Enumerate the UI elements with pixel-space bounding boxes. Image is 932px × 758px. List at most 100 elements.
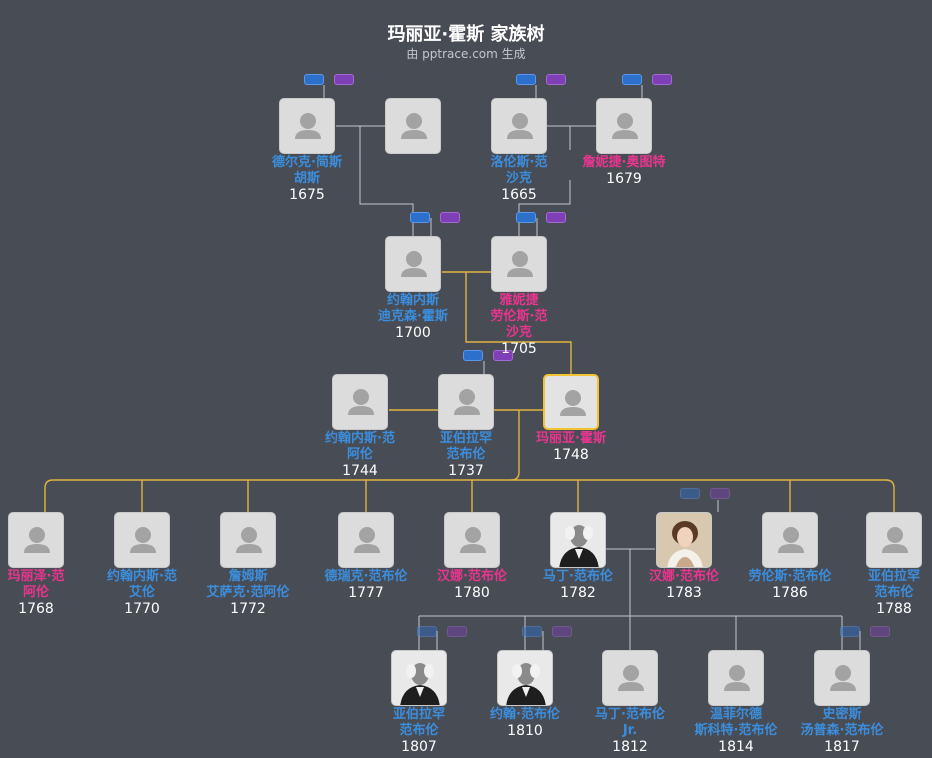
person-name-line: 约翰内斯·范 xyxy=(325,431,395,446)
expand-ancestors-button[interactable] xyxy=(334,74,354,85)
person-name-line: 汤普森·范布伦 xyxy=(800,723,884,738)
expand-ancestors-button[interactable] xyxy=(840,626,860,637)
portrait-photo[interactable] xyxy=(391,650,447,706)
person-name-line: 亚伯拉罕 xyxy=(439,431,492,446)
placeholder-avatar-icon[interactable] xyxy=(279,98,335,154)
portrait-photo[interactable] xyxy=(550,512,606,568)
placeholder-avatar-icon[interactable] xyxy=(491,98,547,154)
placeholder-avatar-icon[interactable] xyxy=(220,512,276,568)
expand-ancestors-button[interactable] xyxy=(622,74,642,85)
person-name[interactable]: 德尔克·简斯胡斯 xyxy=(251,155,363,187)
person-name[interactable]: 劳伦斯·范布伦 xyxy=(734,569,846,585)
placeholder-avatar-icon[interactable] xyxy=(866,512,922,568)
expand-ancestors-button[interactable] xyxy=(440,212,460,223)
expand-ancestors-button[interactable] xyxy=(493,350,513,361)
person-name[interactable]: 温菲尔德斯科特·范布伦 xyxy=(680,707,792,739)
person-name[interactable]: 詹姆斯艾萨克·范阿伦 xyxy=(192,569,304,601)
person-name[interactable]: 约翰·范布伦 xyxy=(469,707,581,723)
birth-year: 1700 xyxy=(395,325,431,341)
expand-ancestors-button[interactable] xyxy=(552,626,572,637)
expand-ancestors-button[interactable] xyxy=(447,626,467,637)
placeholder-avatar-icon[interactable] xyxy=(596,98,652,154)
person-name-line: 约翰·范布伦 xyxy=(490,707,560,722)
birth-year: 1679 xyxy=(606,171,642,187)
placeholder-avatar-icon[interactable] xyxy=(338,512,394,568)
person-name[interactable]: 汉娜·范布伦 xyxy=(416,569,528,585)
placeholder-avatar-icon[interactable] xyxy=(543,374,599,430)
person-name[interactable]: 亚伯拉罕范布伦 xyxy=(838,569,932,601)
placeholder-avatar-icon[interactable] xyxy=(385,98,441,154)
person-name[interactable]: 史密斯汤普森·范布伦 xyxy=(786,707,898,739)
person-name[interactable]: 玛丽泽·范阿伦 xyxy=(0,569,92,601)
placeholder-avatar-icon[interactable] xyxy=(602,650,658,706)
expand-ancestors-button[interactable] xyxy=(546,212,566,223)
placeholder-avatar-icon[interactable] xyxy=(762,512,818,568)
person-card[interactable] xyxy=(357,98,469,155)
expand-ancestors-button[interactable] xyxy=(546,74,566,85)
person-name[interactable]: 汉娜·范布伦 xyxy=(628,569,740,585)
expand-ancestors-button[interactable] xyxy=(410,212,430,223)
person-name-line: 范布伦 xyxy=(399,723,439,738)
person-name[interactable]: 约翰内斯·范艾伦 xyxy=(86,569,198,601)
portrait-photo[interactable] xyxy=(656,512,712,568)
person-name[interactable]: 洛伦斯·范沙克 xyxy=(463,155,575,187)
placeholder-avatar-icon[interactable] xyxy=(708,650,764,706)
person-name[interactable]: 德瑞克·范布伦 xyxy=(310,569,422,585)
person-name-line: 玛丽泽·范 xyxy=(7,569,65,584)
birth-year: 1705 xyxy=(501,341,537,357)
placeholder-avatar-icon[interactable] xyxy=(385,236,441,292)
placeholder-avatar-icon[interactable] xyxy=(814,650,870,706)
person-name[interactable]: 亚伯拉罕范布伦 xyxy=(363,707,475,739)
person-name[interactable]: 马丁·范布伦 xyxy=(522,569,634,585)
person-name[interactable]: 雅妮捷劳伦斯·范沙克 xyxy=(463,293,575,341)
placeholder-avatar-icon[interactable] xyxy=(332,374,388,430)
expand-ancestors-button[interactable] xyxy=(304,74,324,85)
expand-ancestors-button[interactable] xyxy=(516,212,536,223)
expand-ancestors-button[interactable] xyxy=(522,626,542,637)
person-name[interactable]: 约翰内斯·范阿伦 xyxy=(304,431,416,463)
expand-ancestors-button[interactable] xyxy=(417,626,437,637)
expand-ancestors-button[interactable] xyxy=(680,488,700,499)
placeholder-avatar-icon[interactable] xyxy=(438,374,494,430)
person-name[interactable]: 玛丽亚·霍斯 xyxy=(515,431,627,447)
person-name[interactable]: 亚伯拉罕范布伦 xyxy=(410,431,522,463)
placeholder-avatar-icon[interactable] xyxy=(8,512,64,568)
person-name[interactable]: 詹妮捷·奥图特 xyxy=(568,155,680,171)
person-name-line: 汉娜·范布伦 xyxy=(437,569,507,584)
expand-ancestors-button[interactable] xyxy=(463,350,483,361)
placeholder-avatar-icon[interactable] xyxy=(491,236,547,292)
portrait-photo[interactable] xyxy=(497,650,553,706)
placeholder-avatar-icon[interactable] xyxy=(444,512,500,568)
person-name[interactable]: 约翰内斯迪克森·霍斯 xyxy=(357,293,469,325)
person-name-line: 洛伦斯·范 xyxy=(490,155,548,170)
placeholder-avatar-icon[interactable] xyxy=(114,512,170,568)
expand-ancestors-button[interactable] xyxy=(516,74,536,85)
expand-ancestors-button[interactable] xyxy=(710,488,730,499)
expand-ancestors-button[interactable] xyxy=(652,74,672,85)
expand-ancestors-button[interactable] xyxy=(870,626,890,637)
